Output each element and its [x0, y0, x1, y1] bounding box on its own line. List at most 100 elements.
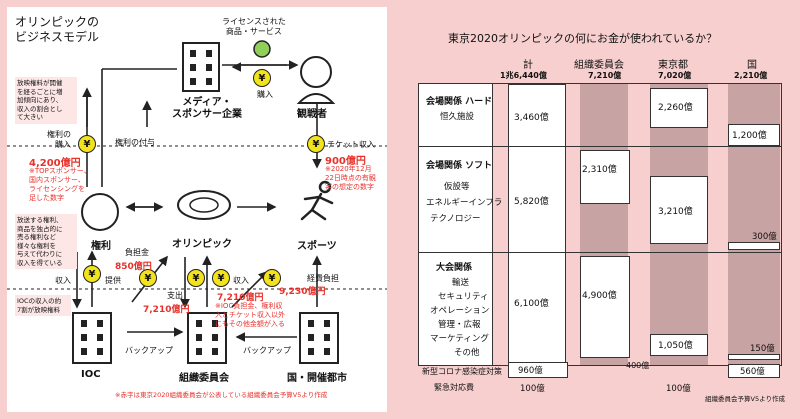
column-total-tokyo: 7,020億 [658, 71, 692, 80]
yen-coin-icon: ¥ [307, 135, 325, 153]
diagram-title: オリンピックのビジネスモデル [15, 15, 100, 44]
value-committee-soft: 2,310億 [582, 165, 617, 175]
broadcast-note: 放映権料が開催を経るごとに増加傾向にあり、収入の割合として大きい [15, 77, 77, 124]
media-note: ※TOPスポンサー、国内スポンサー、ライセンシングを足した数字 [29, 167, 91, 202]
rights-purchase-label: 権利の購入 [47, 130, 71, 149]
income-label: 収入 [55, 276, 71, 285]
covid-national-bar [728, 364, 780, 378]
value-tokyo-event: 1,050億 [658, 341, 693, 351]
yen-coin-icon: ¥ [253, 69, 271, 87]
spend-label: 支出 [167, 291, 183, 300]
section-hard-item: 恒久施設 [440, 112, 475, 122]
chart-source: 組織委員会予算V5より作成 [705, 395, 785, 403]
value-committee-event: 4,900億 [582, 291, 617, 301]
national-hard-bar [728, 124, 780, 146]
section-event-heading: 大会関係 [436, 263, 473, 273]
column-total-committee: 7,210億 [588, 71, 622, 80]
section-soft-item: 仮設等 [444, 182, 470, 192]
media-label: メディア・スポンサー企業 [172, 97, 242, 120]
sports-label: スポーツ [297, 241, 337, 252]
committee-event-bar [580, 256, 630, 358]
media-amount: 4,200億円 [29, 158, 81, 169]
rights-circle-icon [81, 193, 119, 231]
yen-coin-icon: ¥ [212, 269, 230, 287]
backup-label: バックアップ [125, 346, 173, 355]
section-soft-item: テクノロジー [430, 214, 481, 224]
section-event-item: オペレーション [430, 306, 490, 316]
purchase-label: 購入 [257, 90, 273, 99]
ticket-amount: 900億円 [325, 156, 366, 167]
ioc-building-icon [72, 312, 112, 364]
value-national-hard: 1,200億 [732, 131, 767, 141]
column-header-national: 国 [747, 60, 757, 71]
olympic-label: オリンピック [172, 239, 232, 250]
column-header-committee: 組織委員会 [574, 60, 624, 71]
value-reserve-total: 100億 [520, 384, 545, 394]
value-total-hard: 3,460億 [514, 113, 549, 123]
committee-building-icon [187, 312, 227, 364]
column-header-total: 計 [523, 60, 533, 71]
value-total-soft: 5,820億 [514, 197, 549, 207]
contribution-label: 負担金 [125, 248, 149, 257]
rights-grant-label: 権利の付与 [115, 138, 155, 147]
city-building-icon [299, 312, 339, 364]
section-soft-heading: 会場関係 ソフト [426, 161, 493, 171]
yen-coin-icon: ¥ [78, 135, 96, 153]
goods-icon [253, 40, 271, 58]
cost-share-label: 経費負担 [307, 274, 339, 283]
ioc-label: IOC [81, 369, 101, 380]
value-total-event: 6,100億 [514, 299, 549, 309]
ticket-income-label: チケット収入 [327, 140, 375, 149]
value-tokyo-soft: 3,210億 [658, 207, 693, 217]
section-event-item: セキュリティ [438, 292, 489, 302]
city-label: 国・開催都市 [287, 373, 347, 384]
distribution-note: 放送する権利、商品を独占的に売る権利など様々な権利を与えて代わりに収入を得ている [15, 214, 77, 269]
budget-chart-panel: 東京2020オリンピックの何にお金が使われているか？ 計 1兆6,440億 組織… [400, 0, 800, 419]
income2-label: 収入 [233, 276, 249, 285]
reserve-label: 緊急対応費 [434, 383, 474, 392]
flow-arrows [7, 40, 387, 342]
column-header-tokyo: 東京都 [658, 60, 688, 71]
media-building-icon [182, 42, 220, 92]
section-soft-item: エネルギーインフラ [426, 198, 503, 208]
section-event-item: 管理・広報 [438, 320, 481, 330]
income2-amount: 7,210億円 [217, 293, 264, 303]
value-covid-national: 560億 [740, 367, 765, 377]
cost-amount: 9,230億円 [279, 287, 326, 297]
backup-label-2: バックアップ [243, 346, 291, 355]
value-covid-committee: 400億 [626, 361, 650, 370]
rights-label: 権利 [91, 241, 111, 252]
committee-label: 組織委員会 [179, 373, 229, 384]
licensed-goods-label: ライセンスされた商品・サービス [222, 17, 286, 36]
spend-amount: 7,210億円 [143, 305, 190, 315]
tokyo-hard-bar [650, 88, 708, 128]
chart-title: 東京2020オリンピックの何にお金が使われているか？ [448, 32, 718, 45]
yen-coin-icon: ¥ [83, 265, 101, 283]
source-note: ※赤字は東京2020組織委員会が公表している組織委員会予算V5より作成 [115, 391, 328, 399]
column-total-national: 2,210億 [734, 71, 768, 80]
total-column-bar [508, 84, 566, 366]
value-tokyo-hard: 2,260億 [658, 103, 693, 113]
section-event-item: 輸送 [452, 278, 470, 288]
spectators-label: 観戦者 [297, 109, 327, 120]
yen-coin-icon: ¥ [263, 269, 281, 287]
value-covid-total: 960億 [518, 366, 543, 376]
covid-total-bar [508, 362, 568, 378]
value-national-event: 150億 [750, 344, 775, 354]
section-event-item: マーケティング [430, 334, 489, 344]
yen-coin-icon: ¥ [187, 269, 205, 287]
business-model-panel: ¥ ¥ ¥ ¥ ¥ ¥ ¥ ¥ オリンピックのビジネスモデル ライセンスされた商… [7, 7, 387, 412]
runner-icon [300, 180, 334, 221]
section-hard-heading: 会場関係 ハード [426, 97, 493, 107]
income2-note: ※IOC負担金、権利収入とチケット収入以外にもその他金額が入る [215, 302, 285, 328]
section-event-item: その他 [454, 348, 480, 358]
committee-soft-bar [580, 150, 630, 204]
tokyo-event-bar [650, 334, 708, 356]
column-total-total: 1兆6,440億 [500, 71, 547, 80]
value-national-soft: 300億 [752, 232, 777, 242]
provide-label: 提供 [105, 276, 121, 285]
covid-label: 新型コロナ感染症対策 [422, 367, 502, 376]
tokyo-soft-bar [650, 176, 708, 244]
